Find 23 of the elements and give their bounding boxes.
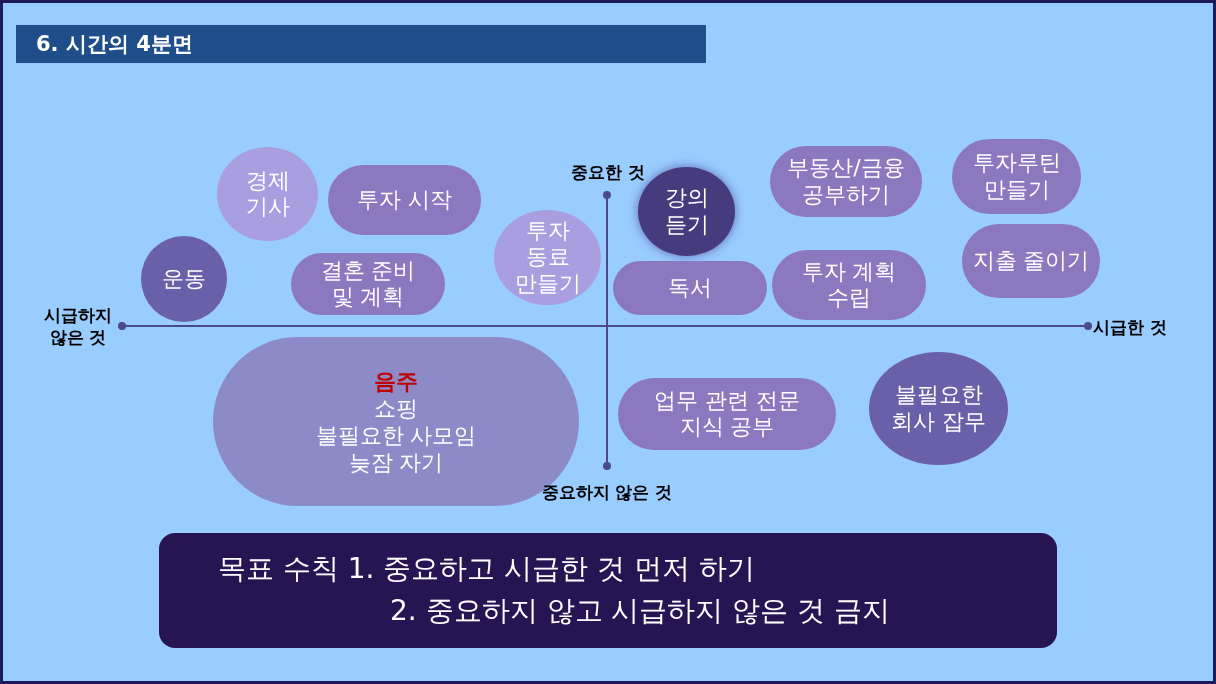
rule-text: 2. 중요하지 않고 시급하지 않은 것 금지	[390, 593, 891, 629]
activity-text: 쇼핑	[374, 394, 418, 422]
activity-text: 음주	[374, 367, 418, 395]
activity-bubble: 업무 관련 전문 지식 공부	[618, 378, 836, 450]
activity-bubble: 부동산/금융 공부하기	[770, 146, 922, 217]
title-banner: 6. 시간의 4분면	[16, 25, 706, 63]
activity-bubble: 결혼 준비 및 계획	[291, 253, 445, 315]
rules-panel	[159, 533, 1057, 648]
activity-bubble: 지출 줄이기	[962, 224, 1100, 298]
axis-label: 중요하지 않은 것	[540, 481, 674, 503]
activity-bubble: 투자 계획 수립	[772, 250, 926, 320]
activity-bubble: 독서	[613, 261, 767, 315]
axis-label: 시급하지 않은 것	[43, 304, 113, 348]
activity-text: 늦잠 자기	[348, 448, 444, 476]
axis-label: 시급한 것	[1093, 316, 1167, 338]
activity-bubble: 운동	[141, 236, 227, 322]
activity-bubble: 투자루틴 만들기	[952, 139, 1081, 214]
rule-text: 목표 수칙 1. 중요하고 시급한 것 먼저 하기	[218, 551, 756, 587]
activity-bubble: 불필요한 회사 잡무	[869, 352, 1008, 465]
activity-bubble: 투자 시작	[328, 165, 481, 235]
activity-bubble: 투자 동료 만들기	[494, 210, 601, 305]
activity-bubble: 경제 기사	[217, 147, 318, 241]
activity-text: 불필요한 사모임	[315, 421, 477, 449]
